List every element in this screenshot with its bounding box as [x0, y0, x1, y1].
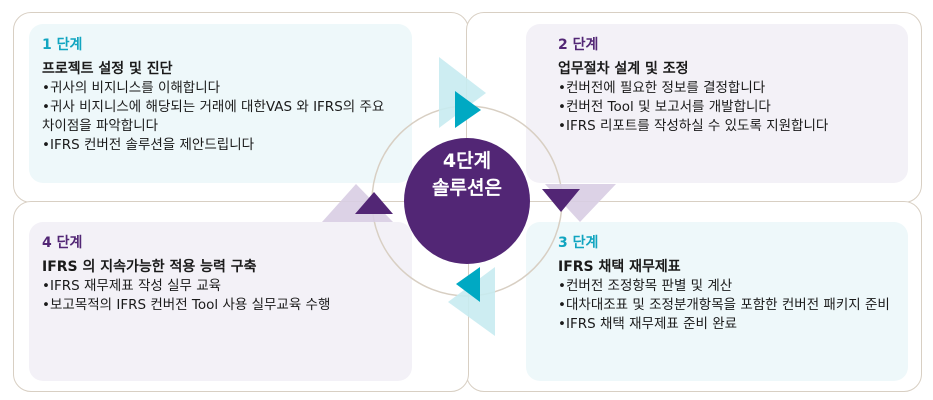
step-3-bullet: •컨버전 조정항목 판별 및 계산 [558, 278, 733, 294]
step-1-card: 1 단계 프로젝트 설정 및 진단 •귀사의 비지니스를 이해합니다 •귀사 비… [29, 24, 412, 183]
step-1-bullet: •귀사 비지니스에 해당되는 거래에 대한VAS 와 IFRS의 주요 차이점을… [42, 99, 385, 134]
arrow-up-icon [355, 192, 393, 214]
step-4-bullet: •보고목적의 IFRS 컨버전 Tool 사용 실무교육 수행 [42, 297, 331, 313]
arrow-right-shadow-icon [439, 57, 486, 128]
step-1-label: 1 단계 [42, 37, 83, 53]
step-4-bullet: •IFRS 재무제표 작성 실무 교육 [42, 278, 222, 294]
step-3-bullet: •IFRS 채택 재무제표 준비 완료 [558, 316, 738, 332]
step-2-bullet: •컨버전에 필요한 정보를 결정합니다 [558, 80, 766, 96]
step-2-bullet: •IFRS 리포트를 작성하실 수 있도록 지원합니다 [558, 118, 829, 134]
arrow-left-shadow-icon [448, 267, 495, 336]
step-2-card: 2 단계 업무절차 설계 및 조정 •컨버전에 필요한 정보를 결정합니다 •컨… [526, 24, 908, 183]
step-3-title: IFRS 채택 재무제표 [558, 259, 681, 275]
step-4-card: 4 단계 IFRS 의 지속가능한 적용 능력 구축 •IFRS 재무제표 작성… [29, 222, 412, 381]
arrow-right-icon [455, 91, 481, 128]
step-2-bullet: •컨버전 Tool 및 보고서를 개발합니다 [558, 99, 771, 115]
step-3-card: 3 단계 IFRS 채택 재무제표 •컨버전 조정항목 판별 및 계산 •대차대… [526, 222, 908, 381]
center-label: 4단계 솔루션은 [404, 148, 530, 202]
step-1-title: 프로젝트 설정 및 진단 [42, 61, 173, 77]
step-3-bullet: •대차대조표 및 조정분개항목을 포함한 컨버전 패키지 준비 [558, 297, 890, 313]
center-label-line1: 4단계 [442, 150, 492, 172]
step-1-bullet: •귀사의 비지니스를 이해합니다 [42, 80, 221, 96]
step-2-label: 2 단계 [558, 37, 599, 53]
center-label-line2: 솔루션은 [432, 177, 502, 199]
step-1-bullet: •IFRS 컨버전 솔루션을 제안드립니다 [42, 137, 255, 153]
step-2-title: 업무절차 설계 및 조정 [558, 61, 689, 77]
arrow-left-icon [456, 267, 480, 302]
center-circle [404, 138, 530, 264]
step-4-title: IFRS 의 지속가능한 적용 능력 구축 [42, 259, 257, 275]
step-4-label: 4 단계 [42, 235, 83, 251]
arrow-down-icon [542, 189, 580, 212]
step-3-label: 3 단계 [558, 235, 599, 251]
